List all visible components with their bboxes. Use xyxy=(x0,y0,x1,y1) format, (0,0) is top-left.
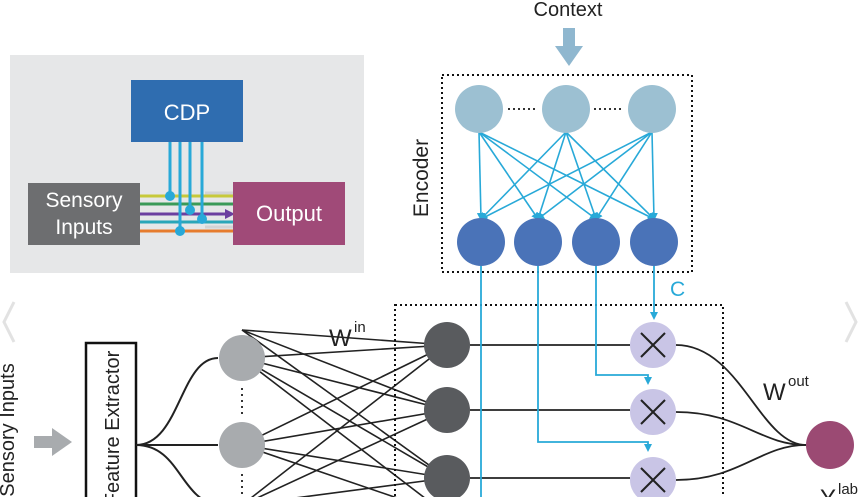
encoder-bottom-node xyxy=(457,218,505,266)
input-arrow xyxy=(34,428,72,456)
context-arrow xyxy=(555,28,583,66)
multiplier-node xyxy=(630,457,676,497)
output-node xyxy=(806,421,854,469)
encoder-top-node xyxy=(542,85,590,133)
w-in-sup: in xyxy=(354,319,366,336)
feature-node xyxy=(219,422,265,468)
inset-panel: CDP Sensory Inputs Output xyxy=(10,55,364,273)
output-box xyxy=(233,182,345,245)
cdp-control-lines xyxy=(168,140,204,231)
gating-connections xyxy=(470,344,630,479)
feature-node xyxy=(219,335,265,381)
encoder-connections xyxy=(476,131,658,221)
encoder-label: Encoder xyxy=(410,139,433,217)
cdp-junction-dots xyxy=(165,191,207,236)
sensory-inputs-box xyxy=(28,183,140,245)
encoder-bottom-node xyxy=(572,218,620,266)
control-paths xyxy=(480,266,658,497)
next-slide-arrow[interactable] xyxy=(844,301,858,343)
hidden-nodes xyxy=(424,322,470,497)
inset-input-lines xyxy=(140,194,236,233)
hidden-node xyxy=(424,322,470,368)
c-label: C xyxy=(670,278,685,301)
encoder-top-node xyxy=(455,85,503,133)
encoder-top-nodes xyxy=(455,85,676,133)
feature-extractor-box xyxy=(84,341,138,497)
hidden-node xyxy=(424,455,470,497)
feature-nodes xyxy=(219,335,265,468)
cdp-label: CDP xyxy=(164,100,210,125)
wout-connections xyxy=(675,344,807,481)
prev-slide-arrow[interactable] xyxy=(2,301,16,343)
y-lab-sup: lab xyxy=(838,481,858,497)
output-label: Output xyxy=(256,201,322,226)
sensory-inputs-vertical-label: Sensory Inputs xyxy=(0,363,19,496)
w-out-base: W xyxy=(763,379,786,406)
sensory-inputs-line1: Sensory xyxy=(45,189,123,212)
win-connections xyxy=(241,329,448,497)
y-lab-base: Y xyxy=(820,485,836,497)
w-out-sup: out xyxy=(788,373,810,390)
encoder-bottom-node xyxy=(514,218,562,266)
w-in-base: W xyxy=(329,325,352,352)
encoder-bottom-nodes xyxy=(457,218,678,266)
cdp-box xyxy=(131,80,243,142)
context-label: Context xyxy=(534,0,603,21)
sensory-inputs-line2: Inputs xyxy=(55,216,112,239)
encoder-section: Context Encoder xyxy=(410,0,693,301)
main-network: Sensory Inputs Feature Extractor xyxy=(0,266,858,497)
extractor-connections xyxy=(135,357,219,497)
hidden-node xyxy=(424,387,470,433)
encoder-box xyxy=(441,74,693,273)
encoder-bottom-node xyxy=(630,218,678,266)
multiplier-node xyxy=(630,322,676,368)
encoder-top-node xyxy=(628,85,676,133)
multiplier-node xyxy=(630,389,676,435)
multiplier-nodes xyxy=(630,322,676,497)
hidden-layer-box xyxy=(394,304,724,497)
feature-extractor-label: Feature Extractor xyxy=(102,350,124,497)
